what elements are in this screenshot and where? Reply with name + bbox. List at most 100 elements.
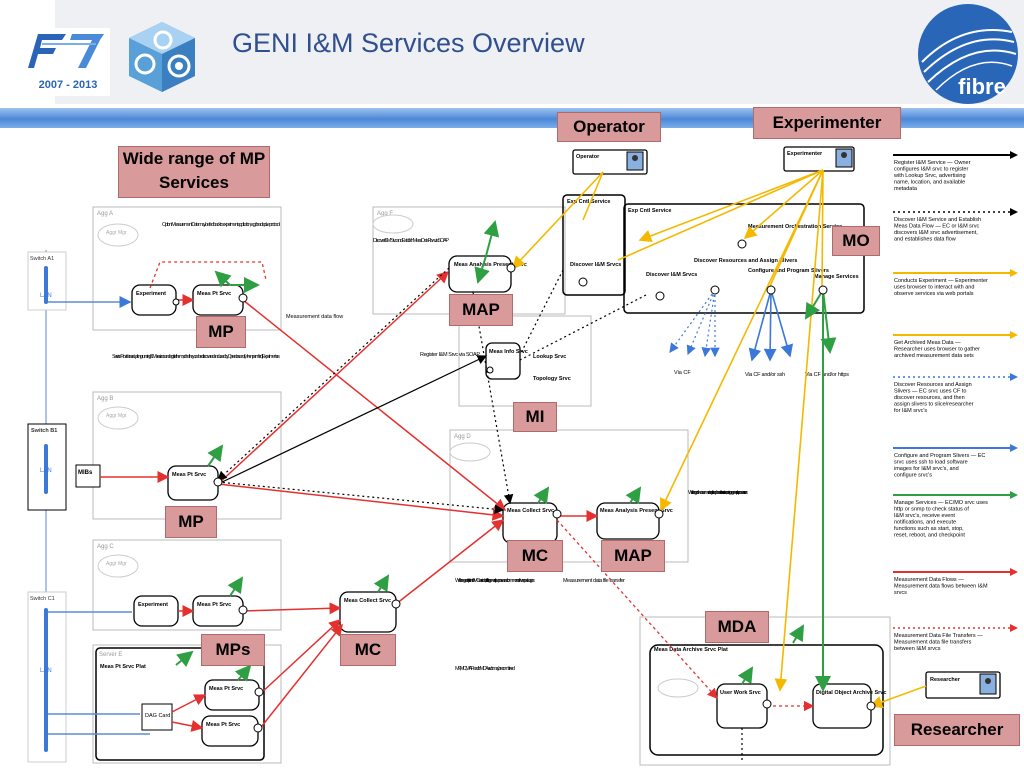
- meas-pt-a-node: [192, 284, 244, 316]
- service-providers-text: Service Providers setup long-running I&M…: [112, 354, 280, 360]
- exp-cntl-2-label: Exp Cntl Service: [628, 208, 671, 214]
- meas-pt-e2-label: Meas Pt Srvc: [206, 722, 240, 728]
- configure-prog-label: Configure and Program Slivers: [748, 268, 829, 274]
- experimenter-box-label: Experimenter: [787, 151, 823, 157]
- lan-c-label: LAN: [40, 668, 52, 674]
- agg-a-box: [92, 206, 282, 331]
- meas-pt-b-label: Meas Pt Srvc: [172, 472, 206, 478]
- aggr-mgr-a-label: Aggr Mgr: [106, 230, 127, 236]
- mibs-label: MIBs: [78, 470, 93, 476]
- experiment-c-node: [133, 595, 179, 627]
- operator-box-label: Operator: [576, 154, 600, 160]
- via-cf-text: Via CF: [674, 370, 691, 376]
- meas-file-transfer-text: Measurement data file transfer: [563, 578, 625, 584]
- header-band: [55, 0, 1024, 104]
- switch-c1-label: Switch C1: [30, 596, 55, 602]
- aggr-mgr-b-label: Aggr Mgr: [106, 413, 127, 419]
- experiment-a-node: [131, 284, 177, 316]
- agg-a-label: Agg A: [97, 211, 113, 217]
- im-services-diagram: Agg A Agg B Agg C Agg F Agg D Server E A…: [27, 146, 1018, 766]
- mi-box: [458, 315, 592, 407]
- fibre-logo: fibre: [918, 4, 1018, 104]
- wide-range-mc-text: Wide range of options for MC services, b…: [455, 578, 535, 584]
- aggr-mgr-mda: [657, 678, 699, 698]
- meas-analysis-top-label: Meas Analysis Present Srvc: [454, 262, 527, 268]
- meas-analysis-d-label: Meas Analysis Present Srvc: [600, 508, 673, 514]
- researcher-box-label: Researcher: [930, 677, 961, 683]
- meas-info-label: Meas Info Srvc: [489, 349, 528, 355]
- meas-collect-c-label: Meas Collect Srvc: [344, 598, 391, 604]
- callout-mo: MO: [832, 226, 880, 256]
- fp7-logo: 2007 - 2013: [26, 28, 110, 96]
- server-e-label: Server E: [99, 652, 122, 658]
- server-e-box: [92, 644, 282, 764]
- dag-card: [141, 703, 173, 731]
- agg-c-label: Agg C: [97, 544, 114, 550]
- callout-operator: Operator: [557, 112, 661, 142]
- slide-title: GENI I&M Services Overview: [232, 28, 585, 58]
- fp7-years: 2007 - 2013: [39, 79, 98, 91]
- callout-mp-top: MP: [196, 316, 246, 348]
- meas-data-flow-text: Measurement data flow: [286, 314, 343, 320]
- agg-b-label: Agg B: [97, 396, 113, 402]
- experimenter-person-icon: [835, 148, 853, 168]
- mda-plat-label: Meas Data Archive Srvc Plat: [654, 647, 728, 653]
- meas-pt-c-label: Meas Pt Srvc: [197, 602, 231, 608]
- digital-object-label: Digital Object Archive Srvc: [816, 690, 886, 696]
- discover-text: Discover I&M Srvc and Establish Meas Dat…: [373, 238, 449, 244]
- experiment-a-label: Experiment: [136, 291, 166, 297]
- aggr-mgr-c: [97, 554, 139, 578]
- callout-experimenter: Experimenter: [753, 107, 901, 139]
- callout-mi: MI: [513, 402, 557, 432]
- lookup-label: Lookup Srvc: [533, 354, 566, 360]
- callout-researcher: Researcher: [894, 714, 1020, 746]
- wide-range-map-text: Wide range of measurement analysis and p…: [688, 490, 748, 496]
- dag-card-label: DAG Card: [145, 713, 170, 719]
- researcher-person-icon: [979, 673, 997, 695]
- callout-mc-low: MC: [340, 634, 396, 666]
- meas-pt-c-node: [192, 595, 244, 627]
- callout-mp-mid: MP: [165, 506, 217, 538]
- exp-cntl-1-label: Exp Cntl Service: [567, 199, 610, 205]
- legend-text-9: Measurement Data File Transfers —Measure…: [894, 633, 983, 652]
- cube-logo: [129, 22, 195, 92]
- aggr-mgr-d: [449, 442, 491, 462]
- meas-pt-e2-node: [201, 715, 259, 747]
- option-text: Option: Measurement Data may be fed back…: [162, 222, 280, 228]
- meas-pt-e1-label: Meas Pt Srvc: [209, 686, 243, 692]
- meas-pt-plat-label: Meas Pt Srvc Plat: [100, 664, 146, 670]
- mibs-box: [75, 464, 101, 488]
- switch-b1-label: Switch B1: [31, 428, 57, 434]
- discover-res-label: Discover Resources and Assign Slivers: [694, 258, 797, 264]
- agg-d-label: Agg D: [454, 434, 471, 440]
- agg-f-label: Agg F: [377, 211, 393, 217]
- callout-mda: MDA: [705, 611, 769, 643]
- callout-mps: MPs: [201, 634, 265, 666]
- exp-cntl-box-1: [562, 194, 626, 296]
- experiment-c-label: Experiment: [138, 602, 168, 608]
- mp-mc-map-text: MP, MC, MAP and/or MDA srvc's may be com…: [455, 666, 515, 672]
- callout-map-mid: MAP: [601, 540, 665, 572]
- topology-label: Topology Srvc: [533, 376, 571, 382]
- discover-im-1-label: Discover I&M Srvcs: [570, 262, 621, 268]
- agg-d-box: [449, 429, 689, 563]
- user-work-label: User Work Srvc: [720, 690, 761, 696]
- register-text: Register I&M Srvc via SOAP: [420, 352, 480, 358]
- meas-pt-a-label: Meas Pt Srvc: [197, 291, 231, 297]
- via-cf-https-text: Via CF and/or https: [805, 372, 849, 378]
- via-cf-ssh-text: Via CF and/or ssh: [745, 372, 785, 378]
- aggr-mgr-f: [372, 214, 414, 234]
- fibre-text: fibre: [958, 74, 1006, 99]
- lan-b-label: LAN: [40, 468, 52, 474]
- agg-c-box: [92, 539, 282, 631]
- discover-im-2-label: Discover I&M Srvcs: [646, 272, 697, 278]
- aggr-mgr-b: [97, 406, 139, 430]
- aggr-mgr-a: [97, 223, 139, 247]
- callout-wide-range: Wide range of MP Services: [118, 146, 270, 198]
